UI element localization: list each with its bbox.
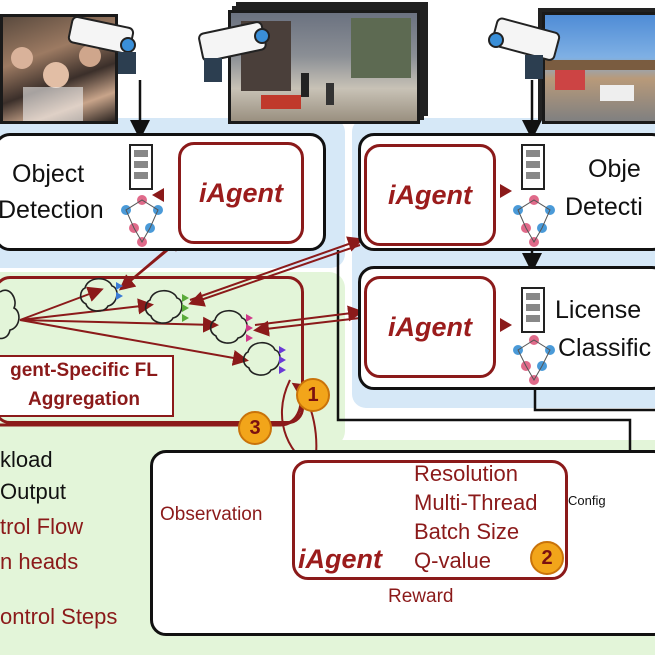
legend-heads-text: n heads — [0, 549, 79, 574]
camera-icon-middle — [198, 21, 270, 82]
legend-workload: kload — [0, 447, 53, 472]
fl-aggregation-label: gent-Specific FL Aggregation — [0, 355, 174, 417]
brain-icon-head-1 — [79, 277, 118, 312]
brain-icon-head-3 — [209, 309, 248, 344]
object-detection-right-line1: Obje — [588, 155, 641, 183]
object-detection-line1: Object — [12, 160, 85, 188]
iagent-box-left: iAgent — [178, 142, 304, 244]
object-detection-right-line2: Detecti — [565, 193, 643, 221]
action-multi-thread: Multi-Thread — [414, 490, 537, 515]
iagent-label: iAgent — [298, 544, 382, 574]
object-detection-label-left: Object — [12, 160, 84, 189]
object-detection-line2-left: Detection — [0, 196, 104, 225]
object-detection-label-right: Obje — [588, 155, 641, 184]
step-badge-2: 2 — [530, 541, 564, 575]
action-q-value-text: Q-value — [414, 548, 492, 573]
license-line2: Classific — [558, 334, 652, 362]
reward-text: Reward — [388, 586, 454, 607]
legend-control-steps: ontrol Steps — [0, 604, 117, 629]
dnn-icon-license — [513, 287, 555, 385]
action-resolution-text: Resolution — [414, 461, 518, 486]
config-label: Config — [568, 493, 606, 509]
iagent-label: iAgent — [199, 177, 283, 208]
traffic-footage-image — [542, 12, 655, 124]
fl-aggregation-frame — [0, 276, 304, 424]
legend-control-steps-text: ontrol Steps — [0, 604, 118, 629]
legend-output: Output — [0, 479, 66, 504]
brain-icon-fl — [0, 289, 20, 340]
controller-iagent-frame — [292, 460, 568, 580]
action-multi-thread-text: Multi-Thread — [414, 490, 538, 515]
license-label-line1: License — [555, 296, 641, 325]
dnn-icon-left — [121, 144, 163, 247]
iagent-label: iAgent — [388, 311, 472, 342]
iagent-box-license: iAgent — [364, 276, 496, 378]
brain-icon-head-2 — [144, 289, 183, 324]
object-detection-label-right-2: Detecti — [565, 193, 643, 222]
dnn-icon-right-top — [513, 144, 555, 247]
reward-label: Reward — [388, 586, 454, 608]
step-badge-1: 1 — [296, 378, 330, 412]
legend-workload-text: kload — [0, 447, 53, 472]
observation-text: Observation — [160, 504, 263, 525]
action-batch-size-text: Batch Size — [414, 519, 520, 544]
legend-output-text: Output — [0, 479, 67, 504]
controller-iagent-label: iAgent — [298, 544, 382, 575]
config-text: Config — [568, 493, 606, 508]
iagent-label: iAgent — [388, 179, 472, 210]
legend-control-flow-text: trol Flow — [0, 514, 84, 539]
action-batch-size: Batch Size — [414, 519, 519, 544]
action-q-value: Q-value — [414, 548, 491, 573]
legend-green-shade — [0, 440, 150, 655]
legend-heads: n heads — [0, 549, 78, 574]
object-detection-line2: Detection — [0, 196, 104, 224]
step-badge-1-text: 1 — [307, 383, 319, 406]
step-badge-3: 3 — [238, 411, 272, 445]
license-label-line2: Classific — [558, 334, 651, 363]
camera-icon-left — [67, 15, 136, 74]
fl-line1: gent-Specific FL — [10, 360, 158, 381]
crowd-footage-image — [0, 14, 118, 124]
legend-control-flow: trol Flow — [0, 514, 83, 539]
step-badge-2-text: 2 — [541, 546, 553, 569]
action-resolution: Resolution — [414, 461, 518, 486]
iagent-box-right-top: iAgent — [364, 144, 496, 246]
camera-icon-right — [488, 17, 561, 79]
step-badge-3-text: 3 — [249, 416, 261, 439]
license-line1: License — [555, 296, 642, 324]
fl-line2: Aggregation — [28, 388, 140, 410]
observation-label: Observation — [160, 504, 263, 526]
brain-icon-head-4 — [242, 341, 281, 376]
